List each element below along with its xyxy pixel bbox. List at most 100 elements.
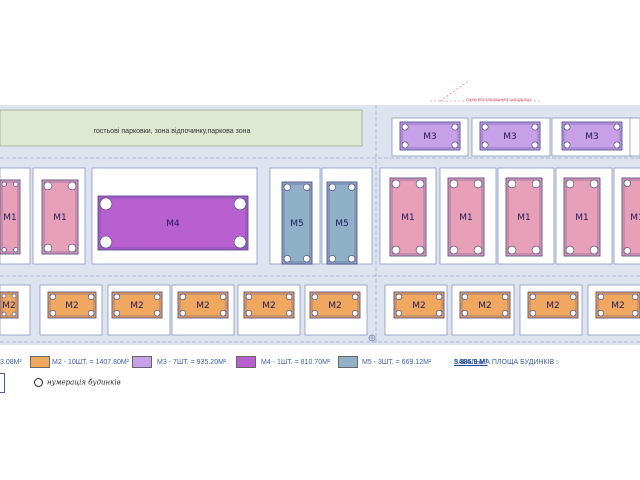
- building-m3-2-inner: [481, 123, 539, 149]
- building-m3-3-label: M3: [585, 132, 599, 142]
- legend-m4: M4 - 1ШТ. = 810.70M²: [261, 359, 331, 366]
- building-m3-2: M3: [479, 121, 541, 151]
- building-m2-9-label: M2: [546, 301, 560, 311]
- building-m1-3-body: [389, 177, 427, 257]
- building-m2-6: M2: [309, 291, 361, 319]
- building-m2-10-node: [597, 309, 605, 317]
- building-m2-7-node: [395, 309, 403, 317]
- building-m2-4-node: [219, 309, 227, 317]
- building-m2-5-node: [245, 309, 253, 317]
- building-m2-2-node: [49, 309, 57, 317]
- building-m2-4: M2: [177, 291, 229, 319]
- building-m2-3-label: M2: [130, 301, 144, 311]
- building-m2-2-node: [87, 293, 95, 301]
- total-area: ЗАГАЛЬНА ПЛОЩА БУДИНКІВ : 5 885.9 M²: [454, 359, 558, 366]
- building-m1-2-label: M1: [53, 213, 67, 223]
- building-m2-7-node: [435, 293, 443, 301]
- building-m2-5-node: [285, 293, 293, 301]
- building-m1-4: M1: [447, 177, 485, 257]
- building-m2-1-node: [11, 293, 17, 299]
- building-m4-node: [99, 197, 113, 211]
- building-m4-node: [233, 197, 247, 211]
- building-m2-3-node: [153, 309, 161, 317]
- building-m4-node: [233, 235, 247, 249]
- building-m3-2-label: M3: [503, 132, 517, 142]
- building-m3-3-node: [613, 123, 621, 131]
- building-m2-3-node: [113, 309, 121, 317]
- building-m2-6-body: [309, 291, 361, 319]
- building-m1-4-node: [473, 245, 483, 255]
- building-m2-7-inner: [395, 293, 443, 317]
- building-m2-6-inner: [311, 293, 359, 317]
- building-m1-2-node: [67, 181, 77, 191]
- legend-m4-swatch: [236, 356, 256, 368]
- building-m2-5-label: M2: [262, 301, 276, 311]
- building-m1-1: M1: [0, 179, 21, 255]
- building-m2-1-node: [11, 311, 17, 317]
- building-m4: M4: [97, 195, 249, 251]
- building-m2-10-node: [597, 293, 605, 301]
- building-m2-8: M2: [459, 291, 511, 319]
- building-m1-3-node: [391, 245, 401, 255]
- building-m1-5-body: [505, 177, 543, 257]
- building-m2-3-node: [153, 293, 161, 301]
- total-area-value: 5 885.9 M²: [454, 359, 488, 366]
- building-m4-body: [97, 195, 249, 251]
- building-m5-2-body: [326, 181, 358, 265]
- building-m3-1-node: [451, 123, 459, 131]
- building-m2-7-body: [393, 291, 445, 319]
- building-m3-2-node: [481, 141, 489, 149]
- green-zone: [0, 109, 363, 147]
- building-m3-3: M3: [561, 121, 623, 151]
- building-m2-6-node: [311, 309, 319, 317]
- building-m5-2-node: [348, 183, 356, 191]
- building-m2-7: M2: [393, 291, 445, 319]
- building-m1-4-inner: [449, 179, 483, 255]
- building-m3-2-body: [479, 121, 541, 151]
- building-m2-9-node: [569, 309, 577, 317]
- axis-cross: [369, 335, 375, 341]
- building-m2-4-inner: [179, 293, 227, 317]
- building-m5-2-node: [348, 255, 356, 263]
- building-m3-1-body: [399, 121, 461, 151]
- building-m5-2-node: [328, 183, 336, 191]
- building-m1-2-inner: [43, 181, 77, 253]
- building-m2-2-node: [49, 293, 57, 301]
- legend-m2-swatch: [30, 356, 50, 368]
- building-m1-1-node: [1, 181, 7, 187]
- building-m4-inner: [99, 197, 247, 249]
- building-m2-5-inner: [245, 293, 293, 317]
- building-m4-label: M4: [166, 219, 180, 229]
- building-m2-5-node: [245, 293, 253, 301]
- area-legend: 3.08M² M2 - 10ШТ. = 1407.80M² M3 - 7ШТ. …: [0, 356, 640, 376]
- building-m1-5-inner: [507, 179, 541, 255]
- building-m1-4-node: [449, 245, 459, 255]
- building-m1-7: M1: [621, 177, 640, 257]
- building-m2-6-node: [351, 293, 359, 301]
- building-m2-2-inner: [49, 293, 95, 317]
- building-m2-1: M2: [0, 291, 19, 319]
- building-m1-6-node: [589, 245, 599, 255]
- building-m2-10-inner: [597, 293, 639, 317]
- building-m2-4-node: [219, 293, 227, 301]
- building-m3-1-node: [401, 141, 409, 149]
- building-m1-5-node: [531, 179, 541, 189]
- building-m1-2-node: [67, 243, 77, 253]
- building-m5-2: M5: [326, 181, 358, 265]
- building-m1-7-body: [621, 177, 640, 257]
- building-m3-3-body: [561, 121, 623, 151]
- building-m2-9-body: [527, 291, 579, 319]
- building-m1-4-node: [449, 179, 459, 189]
- building-m2-2: M2: [47, 291, 97, 319]
- building-m2-9-node: [569, 293, 577, 301]
- building-m2-10: M2: [595, 291, 640, 319]
- building-m3-2-node: [531, 123, 539, 131]
- building-m2-1-body: [0, 291, 19, 319]
- building-m2-8-inner: [461, 293, 509, 317]
- building-m1-4-label: M1: [459, 213, 473, 223]
- building-m1-6-label: M1: [575, 213, 589, 223]
- building-m2-1-node: [1, 293, 7, 299]
- building-m3-3-inner: [563, 123, 621, 149]
- legend-m1-area: 3.08M²: [0, 359, 22, 366]
- building-m5-1-node: [283, 255, 291, 263]
